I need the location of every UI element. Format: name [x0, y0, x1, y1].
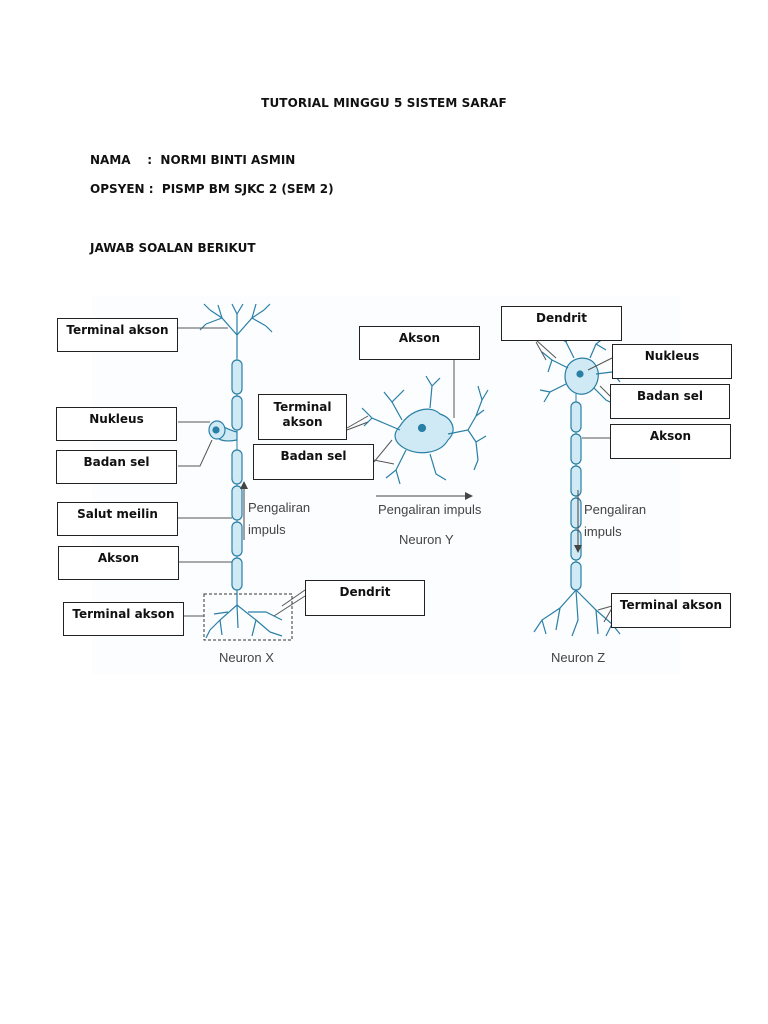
- label-neuron-y-terminal-akson-line-2: akson: [282, 415, 323, 429]
- label-neuron-z-akson: Akson: [610, 424, 731, 459]
- neuron-x-flow-text-2: impuls: [248, 522, 286, 537]
- neuron-diagram: Terminal akson Nukleus Badan sel Salut m…: [0, 290, 768, 680]
- neuron-y-flow-text: Pengaliran impuls: [378, 502, 482, 517]
- document-title: TUTORIAL MINGGU 5 SISTEM SARAF: [261, 96, 507, 110]
- instruction-line: JAWAB SOALAN BERIKUT: [90, 241, 256, 255]
- label-neuron-z-badan-sel: Badan sel: [610, 384, 730, 419]
- label-neuron-z-dendrit: Dendrit: [501, 306, 622, 341]
- neuron-z-flow-text-2: impuls: [584, 524, 622, 539]
- label-neuron-z-nukleus: Nukleus: [612, 344, 732, 379]
- neuron-x-flow-text-1: Pengaliran: [248, 500, 311, 515]
- label-neuron-y-badan-sel: Badan sel: [253, 444, 374, 480]
- neuron-z-caption: Neuron Z: [551, 650, 606, 665]
- label-neuron-x-nukleus: Nukleus: [56, 407, 177, 441]
- label-neuron-y-terminal-akson: Terminal akson: [258, 394, 347, 440]
- label-neuron-x-terminal-akson-bottom: Terminal akson: [63, 602, 184, 636]
- name-line: NAMA : NORMI BINTI ASMIN: [90, 153, 296, 167]
- label-neuron-x-dendrit: Dendrit: [305, 580, 425, 616]
- label-neuron-x-akson: Akson: [58, 546, 179, 580]
- option-line: OPSYEN : PISMP BM SJKC 2 (SEM 2): [90, 182, 334, 196]
- leader-lines: [178, 327, 613, 623]
- label-neuron-y-terminal-akson-line-1: Terminal: [273, 400, 332, 414]
- neuron-z-flow-text-1: Pengaliran: [584, 502, 647, 517]
- neuron-x-drawing: [199, 303, 293, 641]
- label-neuron-y-akson: Akson: [359, 326, 480, 360]
- label-neuron-x-salut-meilin: Salut meilin: [57, 502, 178, 536]
- neuron-x-caption: Neuron X: [219, 650, 274, 665]
- label-neuron-x-badan-sel: Badan sel: [56, 450, 177, 484]
- label-neuron-z-terminal-akson: Terminal akson: [611, 593, 731, 628]
- label-neuron-x-terminal-akson-top: Terminal akson: [57, 318, 178, 352]
- neuron-y-drawing: [361, 375, 489, 485]
- neuron-y-caption: Neuron Y: [399, 532, 454, 547]
